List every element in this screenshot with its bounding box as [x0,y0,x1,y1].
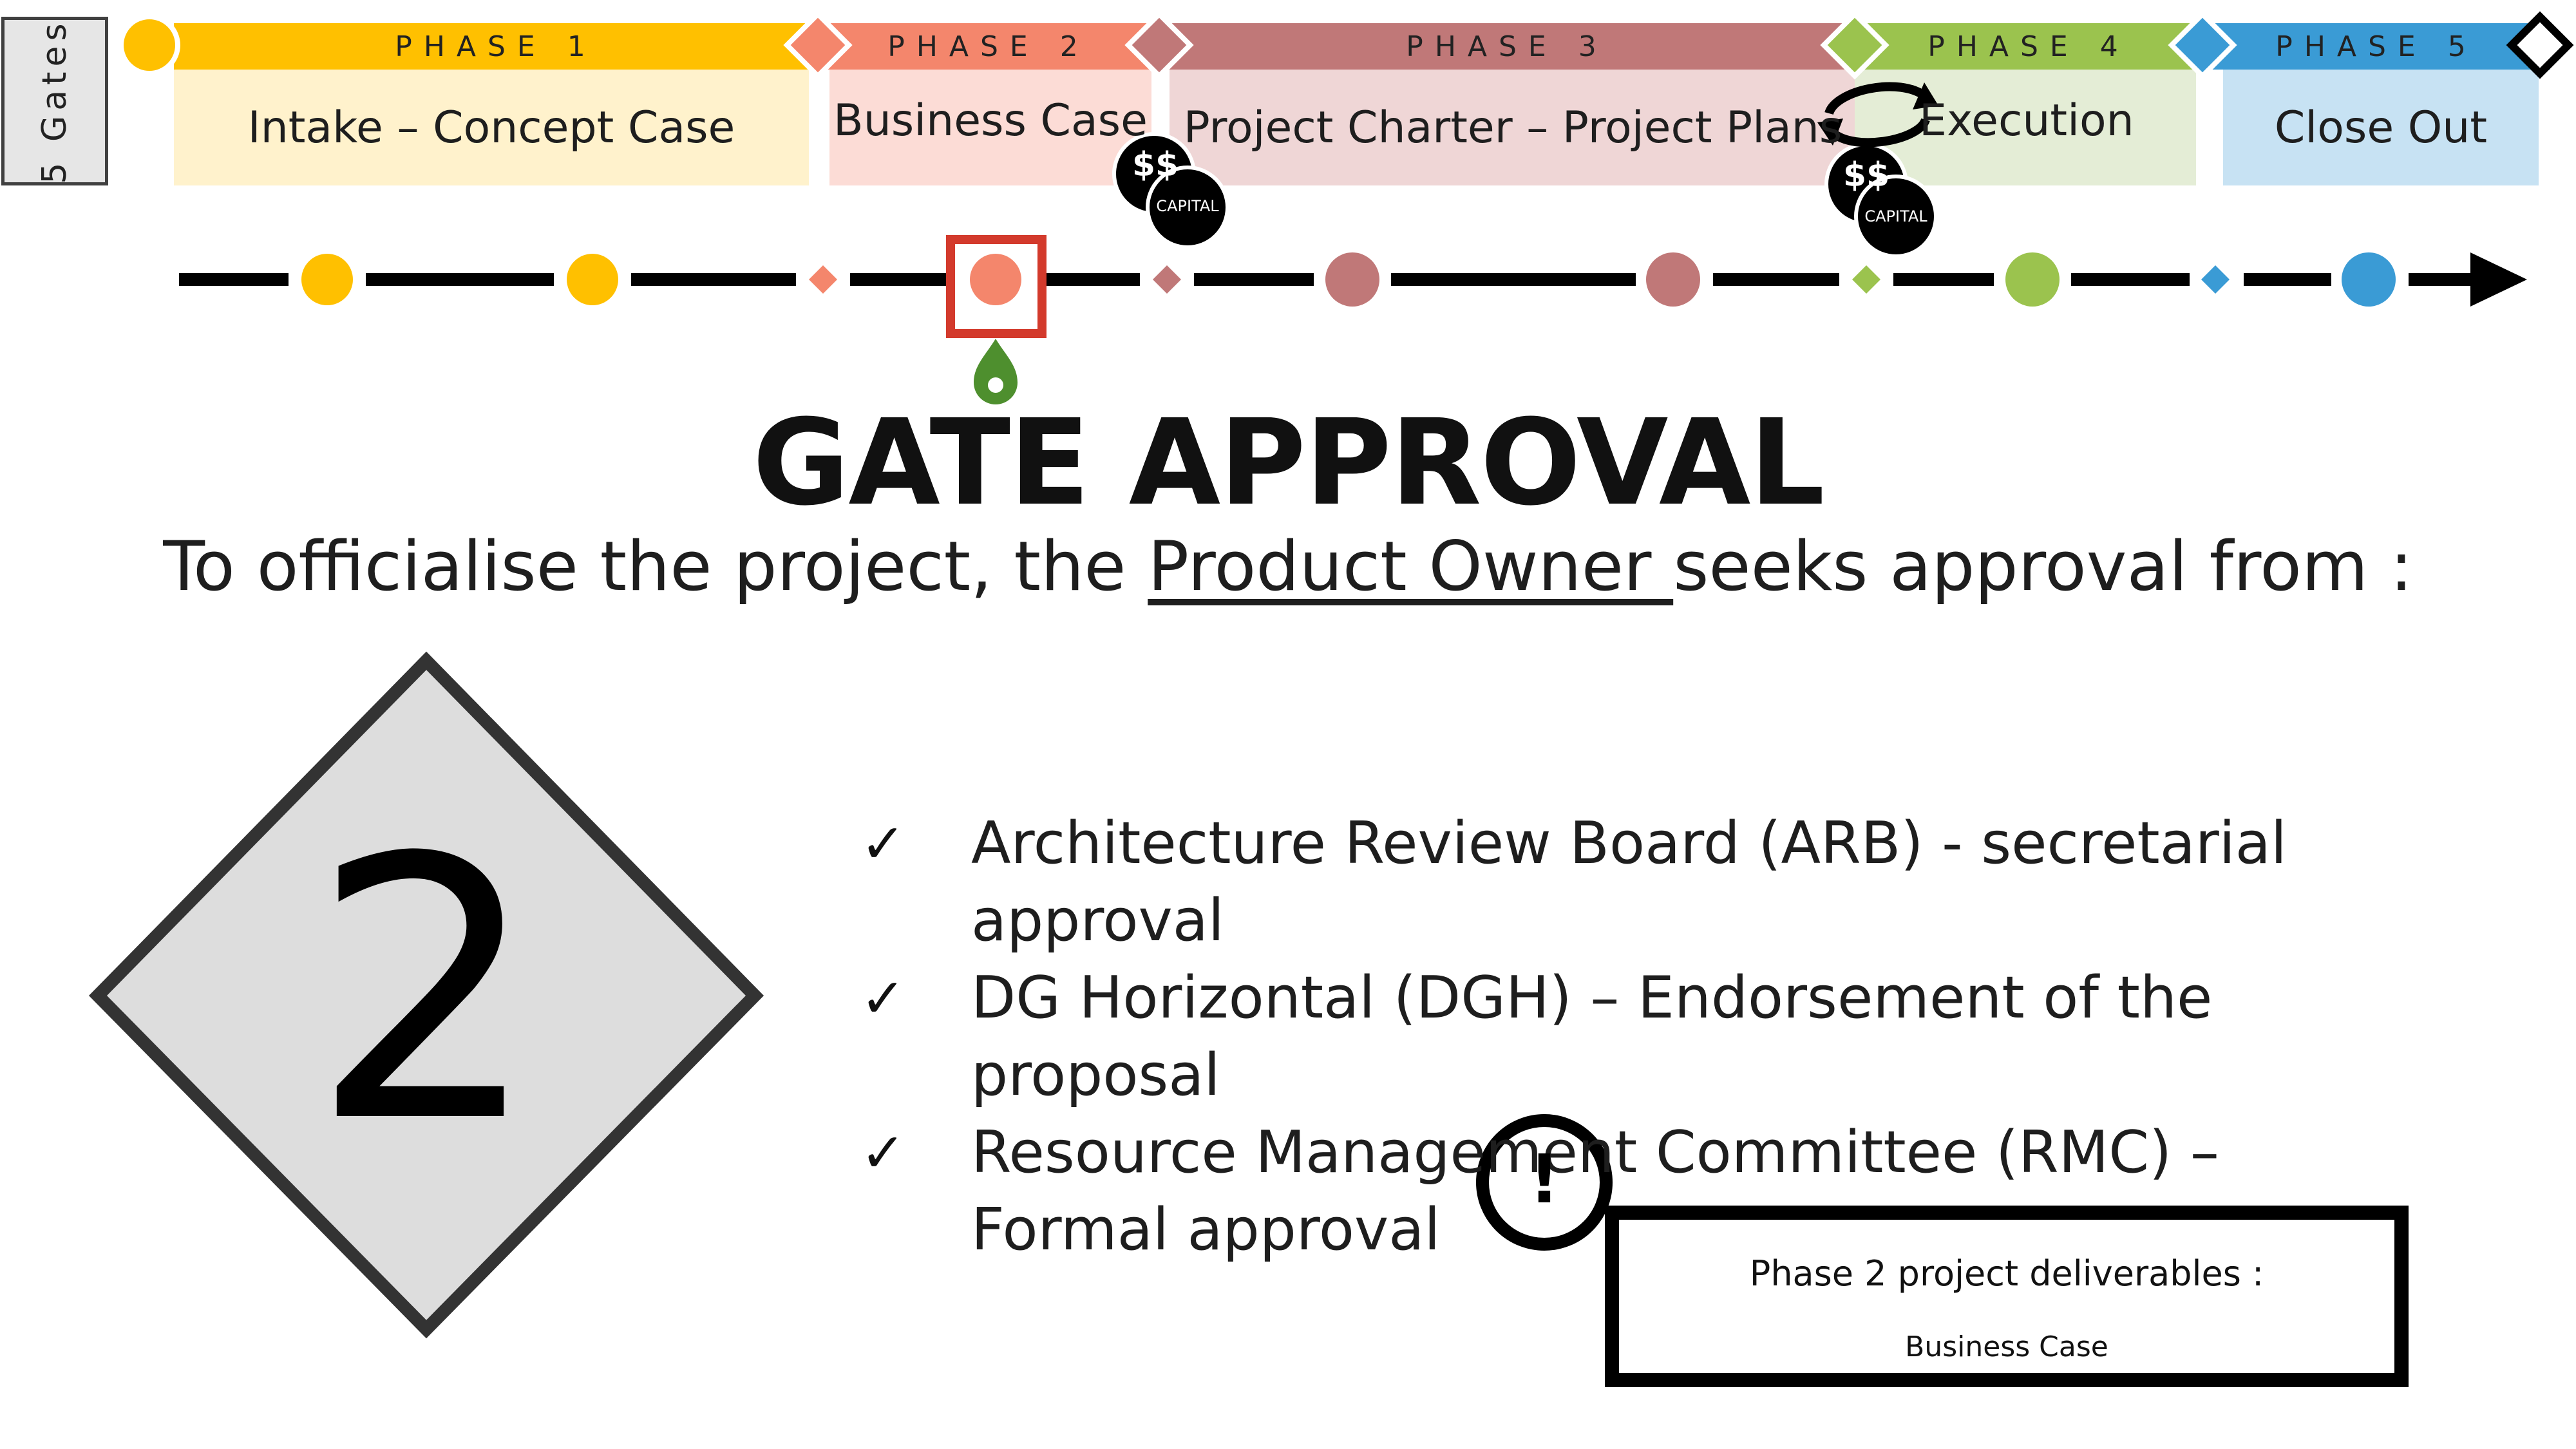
subtitle-start: To officialise the project, the [163,527,1148,606]
timeline-gate-diamond-4 [2201,265,2230,294]
timeline-gate-diamond-3 [1852,265,1880,294]
capital-badge-phase-2 [1112,132,1229,249]
gate-number: 2 [310,782,540,1202]
approval-text: Architecture Review Board (ARB) - secret… [971,810,2287,954]
phase-2-header-bar [818,23,1159,70]
phase-4-header: PHASE 4 [1927,30,2130,63]
capital-badge-1-symbol: $$ [1132,146,1179,184]
phase-end-diamond [2506,11,2574,79]
approval-list: ✓ Architecture Review Board (ARB) - secr… [860,805,2406,1269]
timeline-markers [289,235,2409,338]
phase-1-body-bar [174,70,809,185]
timeline-arrow-head [2470,252,2527,307]
phase-3-header: PHASE 3 [1406,30,1608,63]
capital-badge-2-symbol: $$ [1842,156,1890,194]
phase-5-body-bar [2223,70,2539,185]
page-subtitle: To officialise the project, the Product … [0,527,2576,606]
subtitle-end: seeks approval from : [1673,527,2413,606]
gate-number-diamond [88,651,764,1339]
phase-2-3-boundary-diamond [1124,10,1194,80]
approval-text: Resource Management Committee (RMC) – Fo… [971,1119,2219,1264]
alert-exclamation: ! [1529,1140,1560,1218]
timeline-dot-phase-1a [301,254,353,305]
page-title: GATE APPROVAL [752,394,1824,532]
phase-2-header: PHASE 2 [887,30,1090,63]
phase-3-body-bar [1170,70,1856,185]
phase-3-header-bar [1159,23,1855,70]
checkmark-icon: ✓ [860,812,906,875]
phase-5-header: PHASE 5 [2275,30,2477,63]
phase-3-name: Project Charter – Project Plans [1183,102,1842,153]
phase-1-2-boundary-diamond [783,10,853,80]
cycle-arrows-icon [1817,82,1938,147]
product-owner-link: Product Owner [1148,527,1674,606]
approval-text: DG Horizontal (DGH) – Endorsement of the… [971,964,2213,1109]
phase-1-name: Intake – Concept Case [247,102,735,153]
gates-sidebar-tab: 5 Gates [1,17,108,185]
gates-sidebar-label: 5 Gates [35,18,74,184]
checkmark-icon: ✓ [860,967,906,1030]
location-pin-icon [974,339,1018,404]
phase-2-name: Business Case [833,95,1148,146]
timeline-dot-phase-1b [567,254,618,305]
approval-item-dgh: ✓ DG Horizontal (DGH) – Endorsement of t… [860,960,2406,1114]
alert-circle-icon [1476,1114,1613,1251]
deliverables-item: Business Case [1905,1331,2108,1363]
timeline-dot-phase-5 [2342,252,2396,307]
timeline-gate-diamond-2 [1153,265,1181,294]
phase-5-name: Close Out [2274,102,2488,153]
phase-start-marker [118,14,180,76]
phase-2-body-bar [829,70,1151,185]
timeline-dot-phase-2 [970,254,1021,305]
phase-1-header: PHASE 1 [395,30,597,63]
phase-5-header-bar [2202,23,2550,70]
capital-badge-2-label: CAPITAL [1864,207,1927,225]
deliverables-box: Phase 2 project deliverables : Business … [1605,1206,2409,1387]
approval-item-arb: ✓ Architecture Review Board (ARB) - secr… [860,805,2406,960]
phase-1-header-bar [174,23,818,70]
phase-4-name: Execution [1919,95,2134,146]
checkmark-icon: ✓ [860,1121,906,1184]
deliverables-title: Phase 2 project deliverables : [1749,1253,2264,1294]
timeline-gate-diamond-1 [809,265,837,294]
phase-3-4-boundary-diamond [1820,10,1889,80]
timeline-dot-phase-3a [1325,252,1379,307]
capital-badge-1-label: CAPITAL [1156,197,1219,215]
capital-badge-phase-4 [1824,142,1938,258]
approval-item-rmc: ✓ Resource Management Committee (RMC) – … [860,1114,2406,1269]
phase-4-5-boundary-diamond [2168,10,2237,80]
timeline-dot-phase-3b [1646,252,1700,307]
timeline-dot-phase-4 [2005,252,2060,307]
phase-4-header-bar [1855,23,2202,70]
